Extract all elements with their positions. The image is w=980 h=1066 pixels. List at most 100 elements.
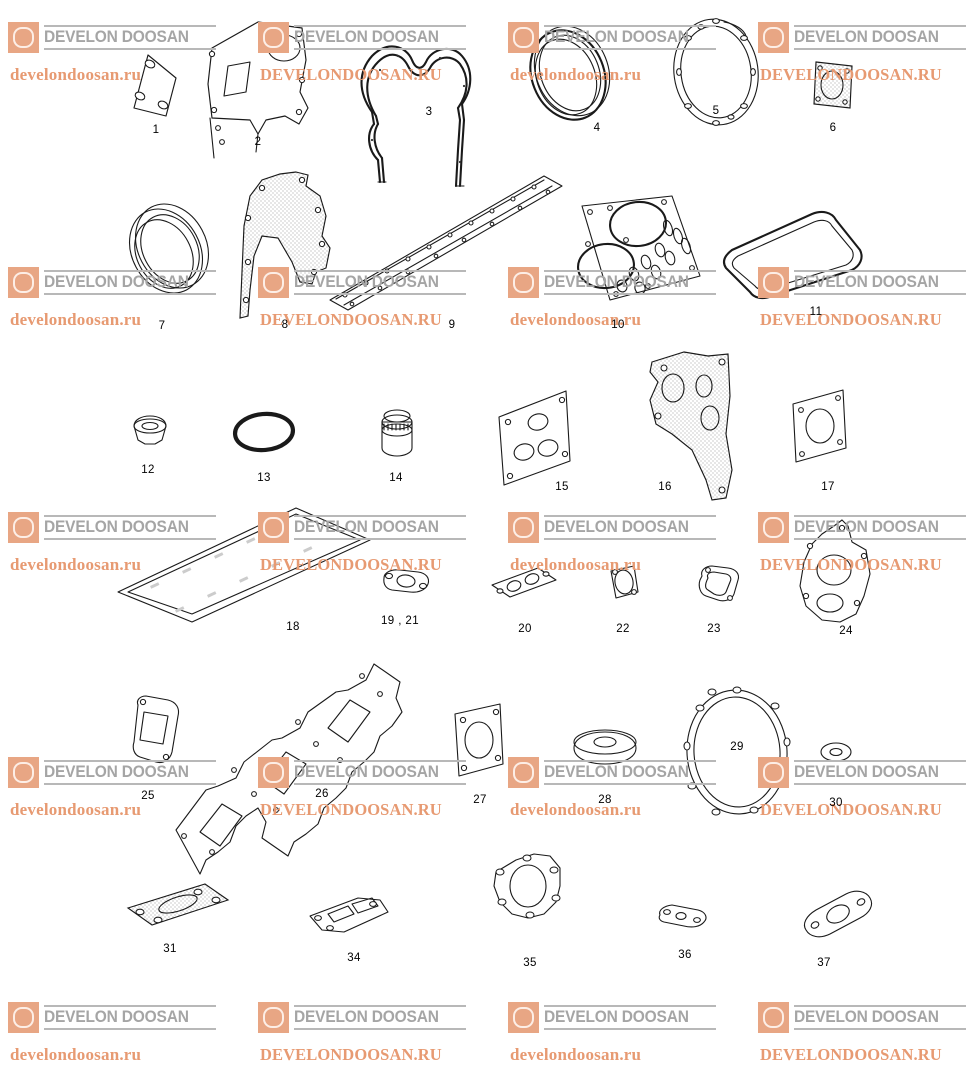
part-number-12: 12 xyxy=(141,464,155,476)
watermark-brand-text: DEVELON DOOSAN xyxy=(794,1008,939,1026)
part-number-26: 26 xyxy=(315,788,329,800)
watermark-wordmark: DEVELON DOOSAN xyxy=(294,1004,466,1031)
part-number-5: 5 xyxy=(712,105,720,117)
develon-doosan-monogram-icon xyxy=(258,1002,289,1033)
part-23-shape xyxy=(698,565,740,602)
wordmark-rule-top xyxy=(294,1004,466,1007)
part-6-shape xyxy=(813,61,853,109)
part-number-2: 2 xyxy=(254,136,262,148)
part-11-shape xyxy=(722,210,863,300)
wordmark-rule-top xyxy=(544,1004,716,1007)
wordmark-rule-top xyxy=(794,1004,966,1007)
part-number-35: 35 xyxy=(523,957,537,969)
part-number-30: 30 xyxy=(829,797,843,809)
watermark-url-text: develondoosan.ru xyxy=(510,1045,642,1064)
watermark-brand-text: DEVELON DOOSAN xyxy=(544,1008,689,1026)
part-10-shape xyxy=(577,195,701,301)
part-37-shape xyxy=(803,890,873,938)
part-number-9: 9 xyxy=(448,319,456,331)
part-34-shape xyxy=(309,897,389,933)
part-12-shape xyxy=(133,415,167,445)
part-25-shape xyxy=(132,695,180,764)
part-8-shape xyxy=(239,171,331,319)
watermark-wordmark: DEVELON DOOSAN xyxy=(794,1004,966,1031)
part-26-shape xyxy=(175,663,403,875)
wordmark-rule-bottom xyxy=(294,1028,466,1031)
watermark-brand-row: DEVELON DOOSAN xyxy=(758,1002,966,1033)
part-3-shape xyxy=(360,45,472,188)
part-1-shape xyxy=(133,54,177,117)
watermark-brand-text: DEVELON DOOSAN xyxy=(44,1008,189,1026)
wordmark-rule-bottom xyxy=(544,1028,716,1031)
part-number-11: 11 xyxy=(809,306,823,318)
part-number-28: 28 xyxy=(598,794,612,806)
wordmark-rule-top xyxy=(44,1004,216,1007)
part-number-27: 27 xyxy=(473,794,487,806)
part-35-shape xyxy=(493,853,561,919)
part-9-shape xyxy=(329,175,563,311)
part-7-shape xyxy=(129,203,209,294)
part-14-shape xyxy=(381,409,413,457)
part-number-16: 16 xyxy=(658,481,672,493)
part-28-shape xyxy=(573,729,637,765)
part-number-31: 31 xyxy=(163,943,177,955)
develon-doosan-monogram-icon xyxy=(8,1002,39,1033)
part-number-15: 15 xyxy=(555,481,569,493)
watermark-brand-row: DEVELON DOOSAN xyxy=(8,1002,216,1033)
watermark-brand-row: DEVELON DOOSAN xyxy=(508,1002,716,1033)
part-number-4: 4 xyxy=(593,122,601,134)
part-number-36: 36 xyxy=(678,949,692,961)
part-number-14: 14 xyxy=(389,472,403,484)
part-19-21-shape xyxy=(383,569,430,593)
part-20-shape xyxy=(491,567,557,598)
watermark-tile: DEVELON DOOSAN develondoosan.ru xyxy=(8,1002,258,1066)
watermark-url-text: DEVELONDOOSAN.RU xyxy=(260,1045,442,1064)
watermark-url-text: DEVELONDOOSAN.RU xyxy=(760,1045,942,1064)
part-number-24: 24 xyxy=(839,625,853,637)
part-5-shape xyxy=(673,18,759,126)
part-30-shape xyxy=(820,742,852,762)
part-number-10: 10 xyxy=(611,319,625,331)
part-number-8: 8 xyxy=(281,319,289,331)
wordmark-rule-bottom xyxy=(44,1028,216,1031)
part-24-shape xyxy=(799,519,871,623)
part-number-20: 20 xyxy=(518,623,532,635)
watermark-brand-row: DEVELON DOOSAN xyxy=(258,1002,466,1033)
part-36-shape xyxy=(658,904,707,928)
watermark-wordmark: DEVELON DOOSAN xyxy=(44,1004,216,1031)
part-number-18: 18 xyxy=(286,621,300,633)
part-22-shape xyxy=(610,565,639,599)
part-number-23: 23 xyxy=(707,623,721,635)
watermark-tile: DEVELON DOOSAN develondoosan.ru xyxy=(508,1002,758,1066)
part-number-1: 1 xyxy=(152,124,160,136)
part-number-37: 37 xyxy=(817,957,831,969)
part-18-shape xyxy=(117,507,371,623)
part-31-shape xyxy=(126,883,230,926)
part-16-shape xyxy=(649,351,733,501)
part-number-19-21: 19 , 21 xyxy=(381,615,419,627)
part-number-13: 13 xyxy=(257,472,271,484)
part-number-7: 7 xyxy=(158,320,166,332)
part-number-29: 29 xyxy=(730,741,744,753)
develon-doosan-monogram-icon xyxy=(508,1002,539,1033)
part-15-shape xyxy=(498,390,571,486)
watermark-tile: DEVELON DOOSAN DEVELONDOOSAN.RU xyxy=(258,1002,508,1066)
part-27-shape xyxy=(454,703,504,777)
wordmark-rule-bottom xyxy=(794,1028,966,1031)
part-4-shape xyxy=(529,25,611,121)
part-number-22: 22 xyxy=(616,623,630,635)
watermark-tile: DEVELON DOOSAN DEVELONDOOSAN.RU xyxy=(758,1002,980,1066)
develon-doosan-monogram-icon xyxy=(758,1002,789,1033)
watermark-url-text: develondoosan.ru xyxy=(10,1045,142,1064)
part-number-17: 17 xyxy=(821,481,835,493)
part-13-shape xyxy=(232,411,296,453)
part-number-6: 6 xyxy=(829,122,837,134)
watermark-brand-text: DEVELON DOOSAN xyxy=(294,1008,439,1026)
part-17-shape xyxy=(792,389,847,463)
part-number-34: 34 xyxy=(347,952,361,964)
part-number-3: 3 xyxy=(425,106,433,118)
watermark-wordmark: DEVELON DOOSAN xyxy=(544,1004,716,1031)
part-number-25: 25 xyxy=(141,790,155,802)
part-29-shape xyxy=(683,686,791,816)
